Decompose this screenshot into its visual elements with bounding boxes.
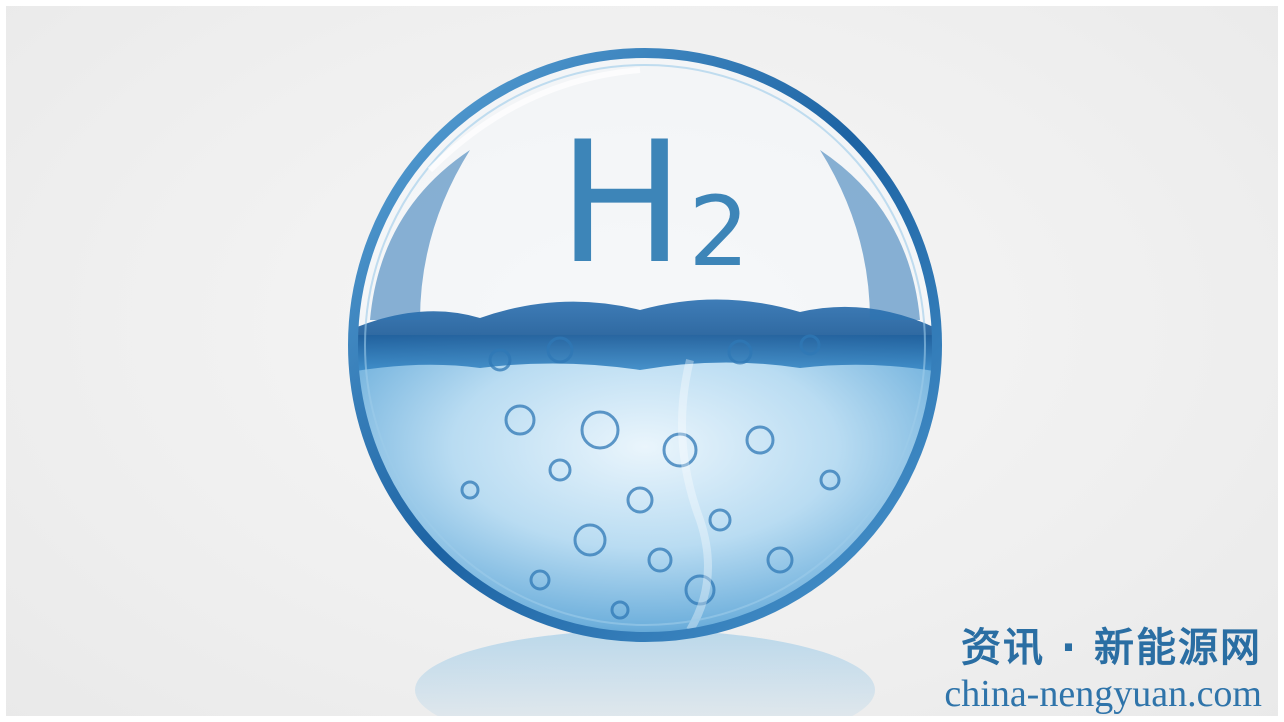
- formula-subscript: 2: [688, 176, 750, 288]
- formula-element: H: [558, 105, 685, 301]
- water-body: [353, 335, 937, 637]
- watermark-url-text: china-nengyuan.com: [944, 673, 1262, 715]
- water-surface: [353, 299, 937, 372]
- splash-right: [820, 150, 920, 320]
- reflection: [415, 630, 875, 722]
- splash-left: [370, 150, 470, 320]
- chemical-formula: H 2: [558, 105, 750, 301]
- glass-rim: [348, 48, 942, 642]
- watermark-cn-text: 资讯 · 新能源网: [960, 625, 1262, 671]
- bubbles: [460, 334, 841, 620]
- watermark: 资讯 · 新能源网 china-nengyuan.com: [944, 624, 1262, 716]
